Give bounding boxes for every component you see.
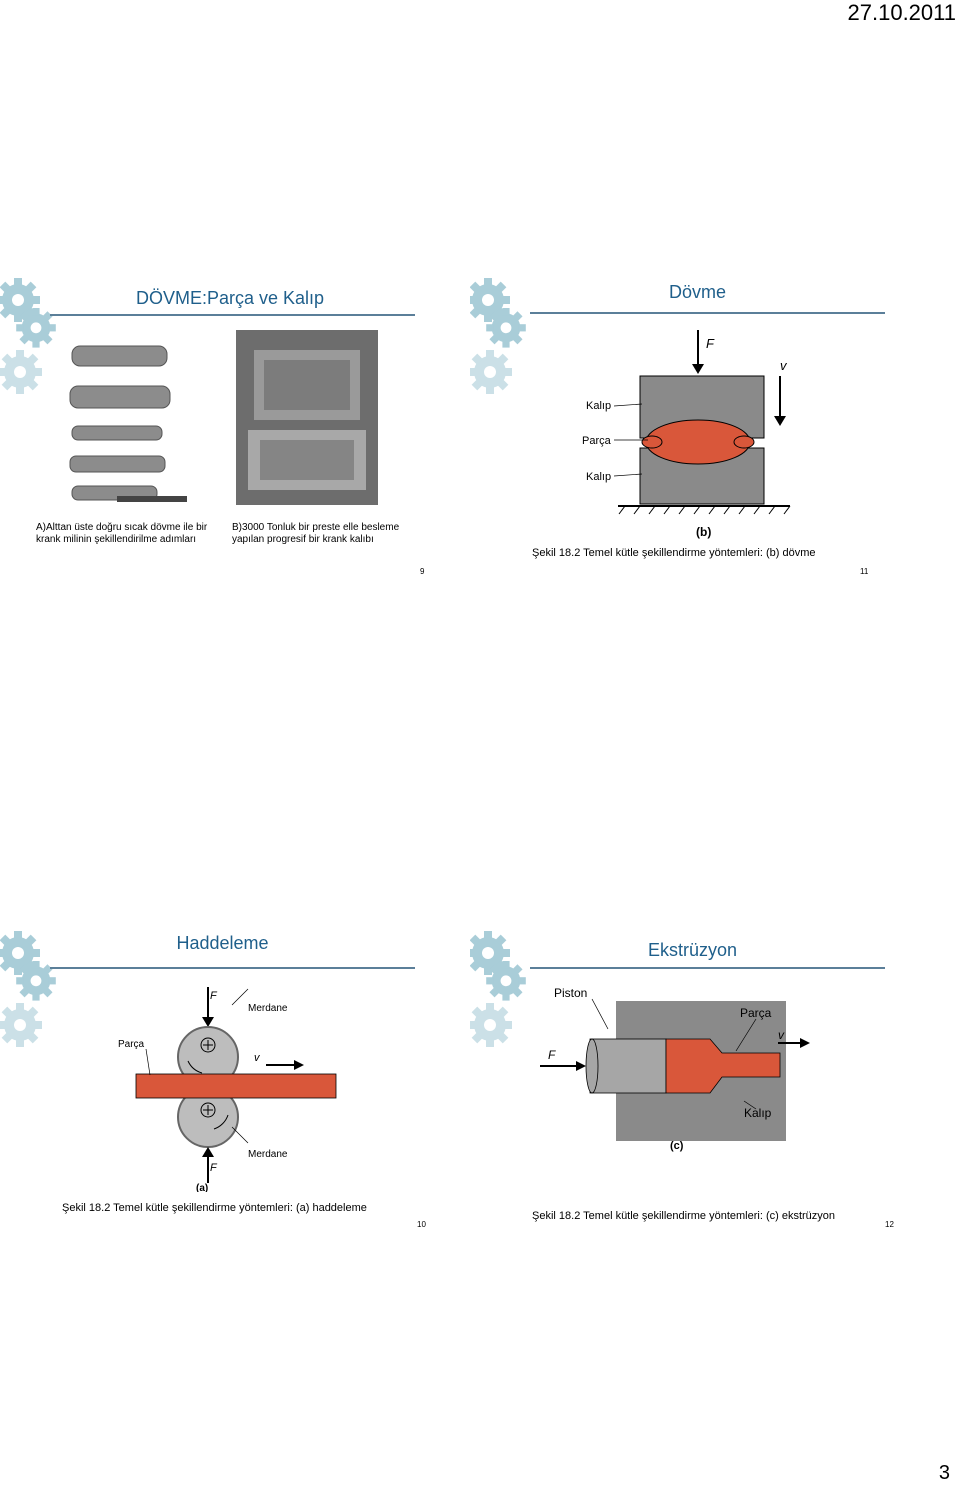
slide-9: DÖVME:Parça ve Kalıp A)Alttan üste doğru… bbox=[0, 272, 465, 592]
die-label: Kalıp bbox=[744, 1106, 772, 1120]
slide-11: Dövme F v Kalıp Parça Kalıp (b) Şekil 18… bbox=[470, 272, 895, 592]
force-label: F bbox=[706, 336, 715, 351]
force-top-label: F bbox=[210, 990, 218, 1002]
caption-b: B)3000 Tonluk bir preste elle besleme ya… bbox=[232, 522, 400, 545]
slide-number: 9 bbox=[420, 567, 425, 576]
die-top-label: Kalıp bbox=[586, 400, 611, 412]
date-header: 27.10.2011 bbox=[847, 0, 956, 25]
velocity-label: v bbox=[778, 1028, 785, 1042]
sub-label: (b) bbox=[696, 525, 711, 539]
figure-caption: Şekil 18.2 Temel kütle şekillendirme yön… bbox=[62, 1202, 367, 1214]
slide-title: DÖVME:Parça ve Kalıp bbox=[135, 288, 325, 308]
forging-diagram: F v Kalıp Parça Kalıp (b) bbox=[582, 330, 791, 539]
figure-caption: Şekil 18.2 Temel kütle şekillendirme yön… bbox=[532, 547, 816, 559]
rolling-diagram: F Merdane Parça v Merdane F (a) bbox=[118, 987, 337, 1192]
caption-a: A)Alttan üste doğru sıcak dövme ile bir … bbox=[36, 522, 208, 545]
gear-decoration-icon bbox=[0, 931, 56, 1047]
title-rule bbox=[530, 967, 885, 969]
force-bottom-label: F bbox=[210, 1162, 218, 1174]
slide-12: Ekstrüzyon Piston Parça v F Kalıp (c) Şe… bbox=[470, 925, 900, 1245]
figure-caption: Şekil 18.2 Temel kütle şekillendirme yön… bbox=[532, 1210, 836, 1222]
part-label: Parça bbox=[118, 1039, 145, 1050]
die-bottom-label: Kalıp bbox=[586, 471, 611, 483]
slide-title: Ekstrüzyon bbox=[647, 940, 738, 960]
extrusion-diagram: Piston Parça v F Kalıp (c) bbox=[540, 986, 810, 1152]
sub-label: (c) bbox=[670, 1140, 684, 1152]
title-rule bbox=[50, 314, 415, 316]
roll-top-label: Merdane bbox=[248, 1003, 288, 1014]
piston-label: Piston bbox=[554, 986, 587, 1000]
slide-number: 11 bbox=[860, 567, 869, 576]
part-label: Parça bbox=[740, 1006, 772, 1020]
velocity-label: v bbox=[780, 358, 788, 373]
slide-number: 12 bbox=[885, 1220, 894, 1229]
slide-title: Dövme bbox=[668, 282, 726, 302]
title-rule bbox=[530, 312, 885, 314]
velocity-label: v bbox=[254, 1052, 261, 1064]
crankshaft-forging-photo bbox=[62, 334, 197, 509]
progressive-die-photo bbox=[236, 330, 378, 505]
sub-label: (a) bbox=[196, 1183, 208, 1192]
roll-bottom-label: Merdane bbox=[248, 1149, 288, 1160]
title-rule bbox=[50, 967, 415, 969]
force-label: F bbox=[548, 1048, 556, 1062]
slide-10: Haddeleme F Merdane Parça v Merdane F (a… bbox=[0, 925, 430, 1245]
page-number: 3 bbox=[938, 1462, 950, 1484]
slide-number: 10 bbox=[417, 1220, 426, 1229]
slide-title: Haddeleme bbox=[176, 933, 269, 953]
part-label: Parça bbox=[582, 435, 612, 447]
